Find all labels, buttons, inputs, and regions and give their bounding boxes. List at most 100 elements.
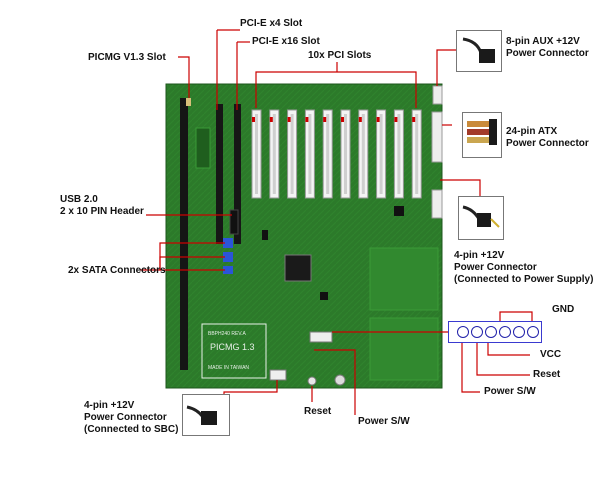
pci-slot-key-2	[272, 114, 276, 194]
pci-slot-key-4	[308, 114, 312, 194]
power-button	[334, 374, 346, 386]
pci-slot-marker-10	[412, 117, 416, 122]
label-atx-power-line2: Power Connector	[506, 138, 589, 149]
copper-area-top	[369, 247, 439, 311]
label-usb-line2: 2 x 10 PIN Header	[60, 206, 144, 217]
leader-pci-bracket	[255, 71, 417, 108]
picmg-slot	[180, 98, 188, 370]
label-power-sw-pin: Power S/W	[484, 386, 536, 397]
pci-slot-marker-9	[394, 117, 398, 122]
psu-4pin-cable-icon	[462, 205, 500, 228]
label-pcie-x16: PCI-E x16 Slot	[252, 36, 320, 47]
label-atx-power-line1: 24-pin ATX	[506, 126, 558, 137]
pin-6	[527, 326, 539, 338]
small-chip-3	[320, 292, 328, 300]
bridge-chip	[284, 254, 312, 282]
pin-1	[457, 326, 469, 338]
aux-connector	[432, 85, 443, 105]
atx-cable-photo	[462, 112, 502, 158]
leader-picmg	[178, 56, 190, 98]
sata-connector-1	[223, 238, 233, 248]
leader-vcc	[487, 343, 530, 356]
sbc-area-chip	[195, 127, 211, 169]
psu-4pin-cable-photo	[458, 196, 504, 240]
pin-4	[499, 326, 511, 338]
label-sbc-4pin-line2: Power Connector	[84, 412, 167, 423]
usb-header	[229, 209, 239, 235]
aux-cable-photo	[456, 30, 502, 72]
silk-origin: MADE IN TAIWAN	[208, 365, 250, 371]
sbc-4pin-cable-photo	[182, 394, 230, 436]
pci-slot-key-1	[255, 114, 258, 194]
silk-model: BBPH240 REV.A	[208, 331, 246, 337]
label-pcie-x4: PCI-E x4 Slot	[240, 18, 303, 29]
atx-connector	[431, 111, 443, 163]
pin-5	[513, 326, 525, 338]
front-panel-pin-row	[448, 321, 542, 343]
pci-slot-marker-3	[287, 117, 291, 122]
label-pci-slots: 10x PCI Slots	[308, 50, 372, 61]
pci-slot-marker-8	[376, 117, 380, 122]
small-chip-1	[394, 206, 404, 216]
label-psu-4pin: 4-pin +12V Power Connector (Connected to…	[454, 250, 593, 286]
psu-4pin-connector	[431, 189, 443, 219]
label-gnd: GND	[552, 304, 575, 315]
pci-slot-marker-5	[323, 117, 327, 122]
pci-slot-key-8	[379, 114, 383, 194]
front-panel-header	[309, 331, 333, 343]
picmg-slot-top-key	[186, 98, 191, 106]
label-sbc-4pin-line1: 4-pin +12V	[84, 400, 135, 411]
pci-slot-marker-2	[269, 117, 273, 122]
leader-sata-2	[159, 256, 225, 270]
leader-aux	[436, 49, 456, 86]
label-psu-4pin-line2: Power Connector	[454, 262, 537, 273]
label-atx-power: 24-pin ATX Power Connector	[506, 126, 589, 150]
label-aux-power-line1: 8-pin AUX +12V	[506, 36, 580, 47]
pin-3	[485, 326, 497, 338]
pin-2	[471, 326, 483, 338]
atx-cable-icon	[467, 119, 497, 145]
pcie-x4-slot	[216, 104, 223, 244]
leader-gnd-1	[499, 311, 533, 321]
reset-button	[307, 376, 317, 386]
sbc-power-connector	[269, 369, 287, 381]
silkscreen-box	[201, 323, 267, 379]
pci-slot-key-3	[290, 114, 294, 194]
label-reset-pin: Reset	[533, 369, 561, 380]
small-chip-2	[262, 230, 268, 240]
pci-slot-key-7	[361, 114, 365, 194]
silk-name: PICMG 1.3	[210, 342, 255, 352]
sbc-4pin-cable-icon	[186, 405, 217, 425]
pci-slot-marker-6	[341, 117, 344, 122]
label-usb-line1: USB 2.0	[60, 194, 98, 205]
pci-slot-marker-4	[305, 117, 309, 122]
leader-power-sw-bottom	[330, 349, 356, 415]
sata-connector-3	[223, 266, 233, 274]
label-vcc: VCC	[540, 349, 562, 360]
copper-area-bottom	[369, 317, 439, 381]
label-psu-4pin-line3: (Connected to Power Supply)	[454, 274, 594, 285]
leader-psu-4pin	[440, 179, 481, 196]
label-reset-bottom: Reset	[304, 406, 332, 417]
label-psu-4pin-line1: 4-pin +12V	[454, 250, 505, 261]
pci-slot-key-10	[415, 114, 419, 194]
label-aux-power-line2: Power Connector	[506, 48, 589, 59]
label-picmg-slot: PICMG V1.3 Slot	[88, 52, 166, 63]
leader-power-sw-pin	[461, 343, 480, 393]
aux-cable-icon	[462, 37, 495, 63]
label-usb: USB 2.0 2 x 10 PIN Header	[60, 194, 144, 218]
label-sbc-4pin-line3: (Connected to SBC)	[84, 424, 179, 435]
pci-slot-marker-1	[252, 117, 255, 122]
sata-connector-2	[223, 252, 233, 262]
pci-slot-marker-7	[358, 117, 362, 122]
pci-slot-key-9	[397, 114, 401, 194]
pcie-x16-slot	[234, 104, 241, 244]
leader-reset-pin	[476, 343, 530, 376]
pci-slot-key-6	[344, 114, 347, 194]
label-power-sw-bottom: Power S/W	[358, 416, 410, 427]
label-sbc-4pin: 4-pin +12V Power Connector (Connected to…	[84, 400, 178, 436]
label-aux-power: 8-pin AUX +12V Power Connector	[506, 36, 589, 60]
label-sata: 2x SATA Connectors	[68, 265, 166, 276]
